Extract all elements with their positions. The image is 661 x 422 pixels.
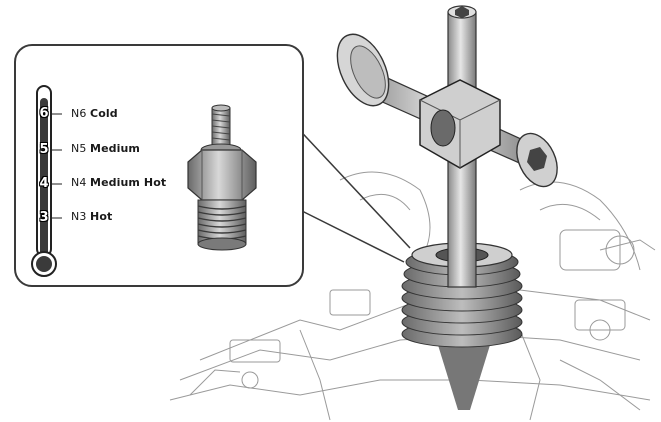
heat-code: N4 (71, 176, 87, 189)
heat-word: Medium (90, 142, 140, 155)
heat-number-4: 4 (39, 176, 49, 191)
glow-plug-icon (187, 104, 257, 251)
heat-number-5: 5 (39, 142, 49, 157)
callout-pointer (291, 121, 411, 263)
heat-code: N6 (71, 107, 87, 120)
heat-word: Hot (90, 210, 113, 223)
cylinder-head (401, 242, 523, 410)
heat-code: N5 (71, 142, 87, 155)
thermometer-icon (31, 85, 62, 277)
heat-label-n5: N5 Medium (71, 142, 140, 155)
heat-label-n6: N6 Cold (71, 107, 118, 120)
hex-nut (419, 79, 501, 169)
heat-number-6: 6 (39, 106, 49, 121)
heat-label-n3: N3 Hot (71, 210, 112, 223)
heat-word: Medium Hot (90, 176, 167, 189)
heat-word: Cold (90, 107, 118, 120)
heat-number-3: 3 (39, 210, 49, 225)
heat-code: N3 (71, 210, 87, 223)
heat-label-n4: N4 Medium Hot (71, 176, 166, 189)
